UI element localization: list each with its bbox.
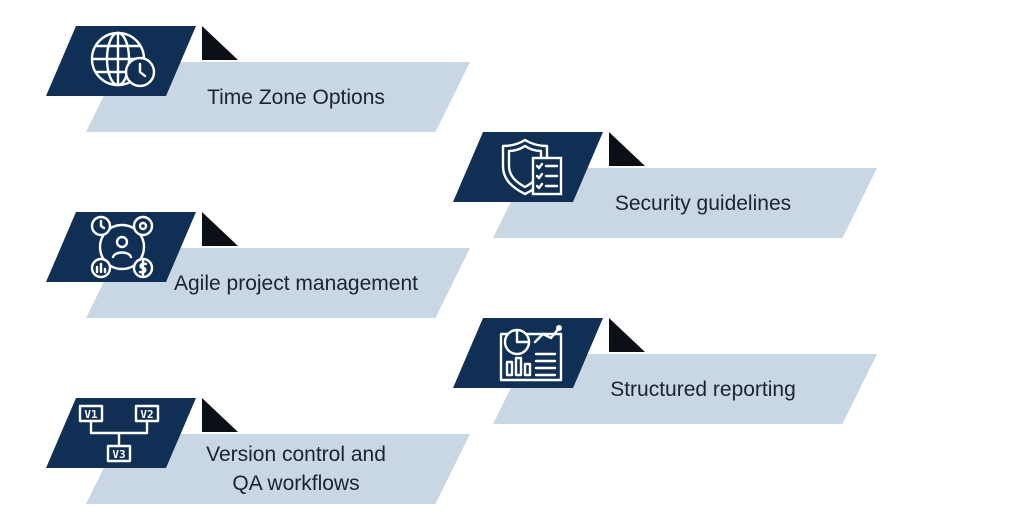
feature-label: Version control and QA workflows [146, 434, 446, 504]
report-chart-icon [481, 320, 577, 386]
feature-time-zone-options: Time Zone Options [46, 26, 486, 136]
feature-label: Security guidelines [614, 191, 792, 215]
agile-team-icon [74, 214, 170, 280]
version-label-v1: V1 [84, 408, 98, 421]
feature-fold [202, 26, 238, 60]
feature-label: Agile project management [174, 271, 418, 295]
feature-security-guidelines: Security guidelines [453, 132, 893, 242]
feature-label: Structured reporting [610, 377, 796, 401]
globe-clock-icon [74, 28, 170, 94]
version-tree-icon: V1 V2 V3 [74, 400, 170, 466]
version-label-v2: V2 [140, 408, 153, 421]
feature-fold [609, 318, 645, 352]
shield-checklist-icon [481, 134, 577, 200]
version-label-v3: V3 [112, 448, 125, 461]
feature-label: Time Zone Options [207, 85, 385, 109]
feature-label-line1: Version control and [206, 443, 386, 466]
feature-version-control: V1 V2 V3 Version control and QA workflow… [46, 398, 486, 508]
feature-structured-reporting: Structured reporting [453, 318, 893, 428]
feature-label-line2: QA workflows [232, 472, 360, 495]
feature-agile-project-management: Agile project management [46, 212, 486, 322]
feature-badge [453, 132, 603, 202]
feature-fold [202, 212, 238, 246]
feature-fold [202, 398, 238, 432]
feature-fold [609, 132, 645, 166]
